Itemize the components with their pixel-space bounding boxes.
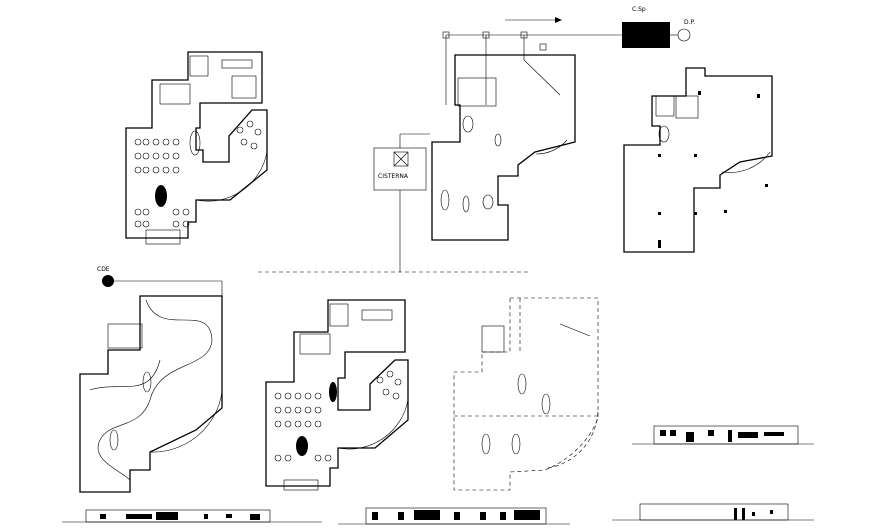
tank-box-icon [622, 22, 670, 48]
label-dp: D.P. [684, 19, 695, 26]
floor-plan-structural-dashed [453, 297, 599, 491]
label-cde: CDE [97, 266, 110, 273]
elevation-right-upper [632, 425, 814, 445]
cistern-box-icon [373, 147, 427, 191]
meter-circle-icon [677, 28, 691, 42]
floor-plan-outline-top-right [623, 67, 773, 253]
elevation-right-lower [612, 503, 814, 521]
floor-plan-electrical-bottom [79, 275, 223, 493]
label-cisterna: CISTERNA [378, 173, 409, 180]
label-csp: C.Sp [632, 6, 646, 13]
elevation-bottom-middle [338, 507, 570, 525]
floor-plan-furnished-top [125, 51, 268, 245]
floor-plan-plumbing-top [258, 17, 678, 273]
elevation-bottom-left [62, 509, 322, 523]
floor-plan-furnished-bottom [265, 299, 409, 491]
